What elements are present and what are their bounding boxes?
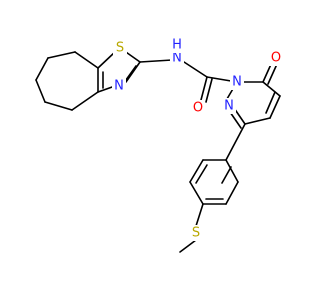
sulfur-atom-methylthio: S bbox=[192, 226, 200, 241]
atom-label-background bbox=[230, 74, 244, 90]
nitrogen-atom-thiazole: N bbox=[114, 79, 124, 94]
atom-label-background bbox=[222, 98, 236, 114]
atom-label-background bbox=[189, 225, 203, 241]
hydrogen-atom-amide: H bbox=[172, 38, 182, 53]
oxygen-atom-amide: O bbox=[193, 101, 203, 116]
cycloheptane-ring bbox=[35, 51, 99, 111]
structure-svg: S N N H O N N O S bbox=[35, 37, 283, 253]
sulfur-atom-thiazole: S bbox=[116, 41, 124, 56]
phenyl-ring bbox=[189, 123, 246, 205]
atom-label-background bbox=[191, 100, 205, 116]
atom-label-background bbox=[112, 78, 126, 94]
atom-label-background bbox=[170, 37, 184, 53]
nitrogen-atom-ring-1: N bbox=[232, 75, 242, 90]
oxygen-atom-carbonyl: O bbox=[271, 51, 281, 66]
pyridazinone-ring bbox=[223, 61, 281, 129]
atom-label-background bbox=[269, 50, 283, 66]
atom-label-background bbox=[170, 50, 184, 66]
methylthio-group bbox=[179, 203, 204, 253]
nitrogen-atom-amide: N bbox=[172, 51, 182, 66]
atom-label-background bbox=[113, 40, 127, 56]
molecule-diagram: S N N H O N N O S bbox=[35, 37, 283, 253]
atom-labels: S N N H O N N O S bbox=[112, 37, 283, 241]
nitrogen-atom-ring-2: N bbox=[224, 99, 234, 114]
amide-linker bbox=[139, 59, 238, 103]
